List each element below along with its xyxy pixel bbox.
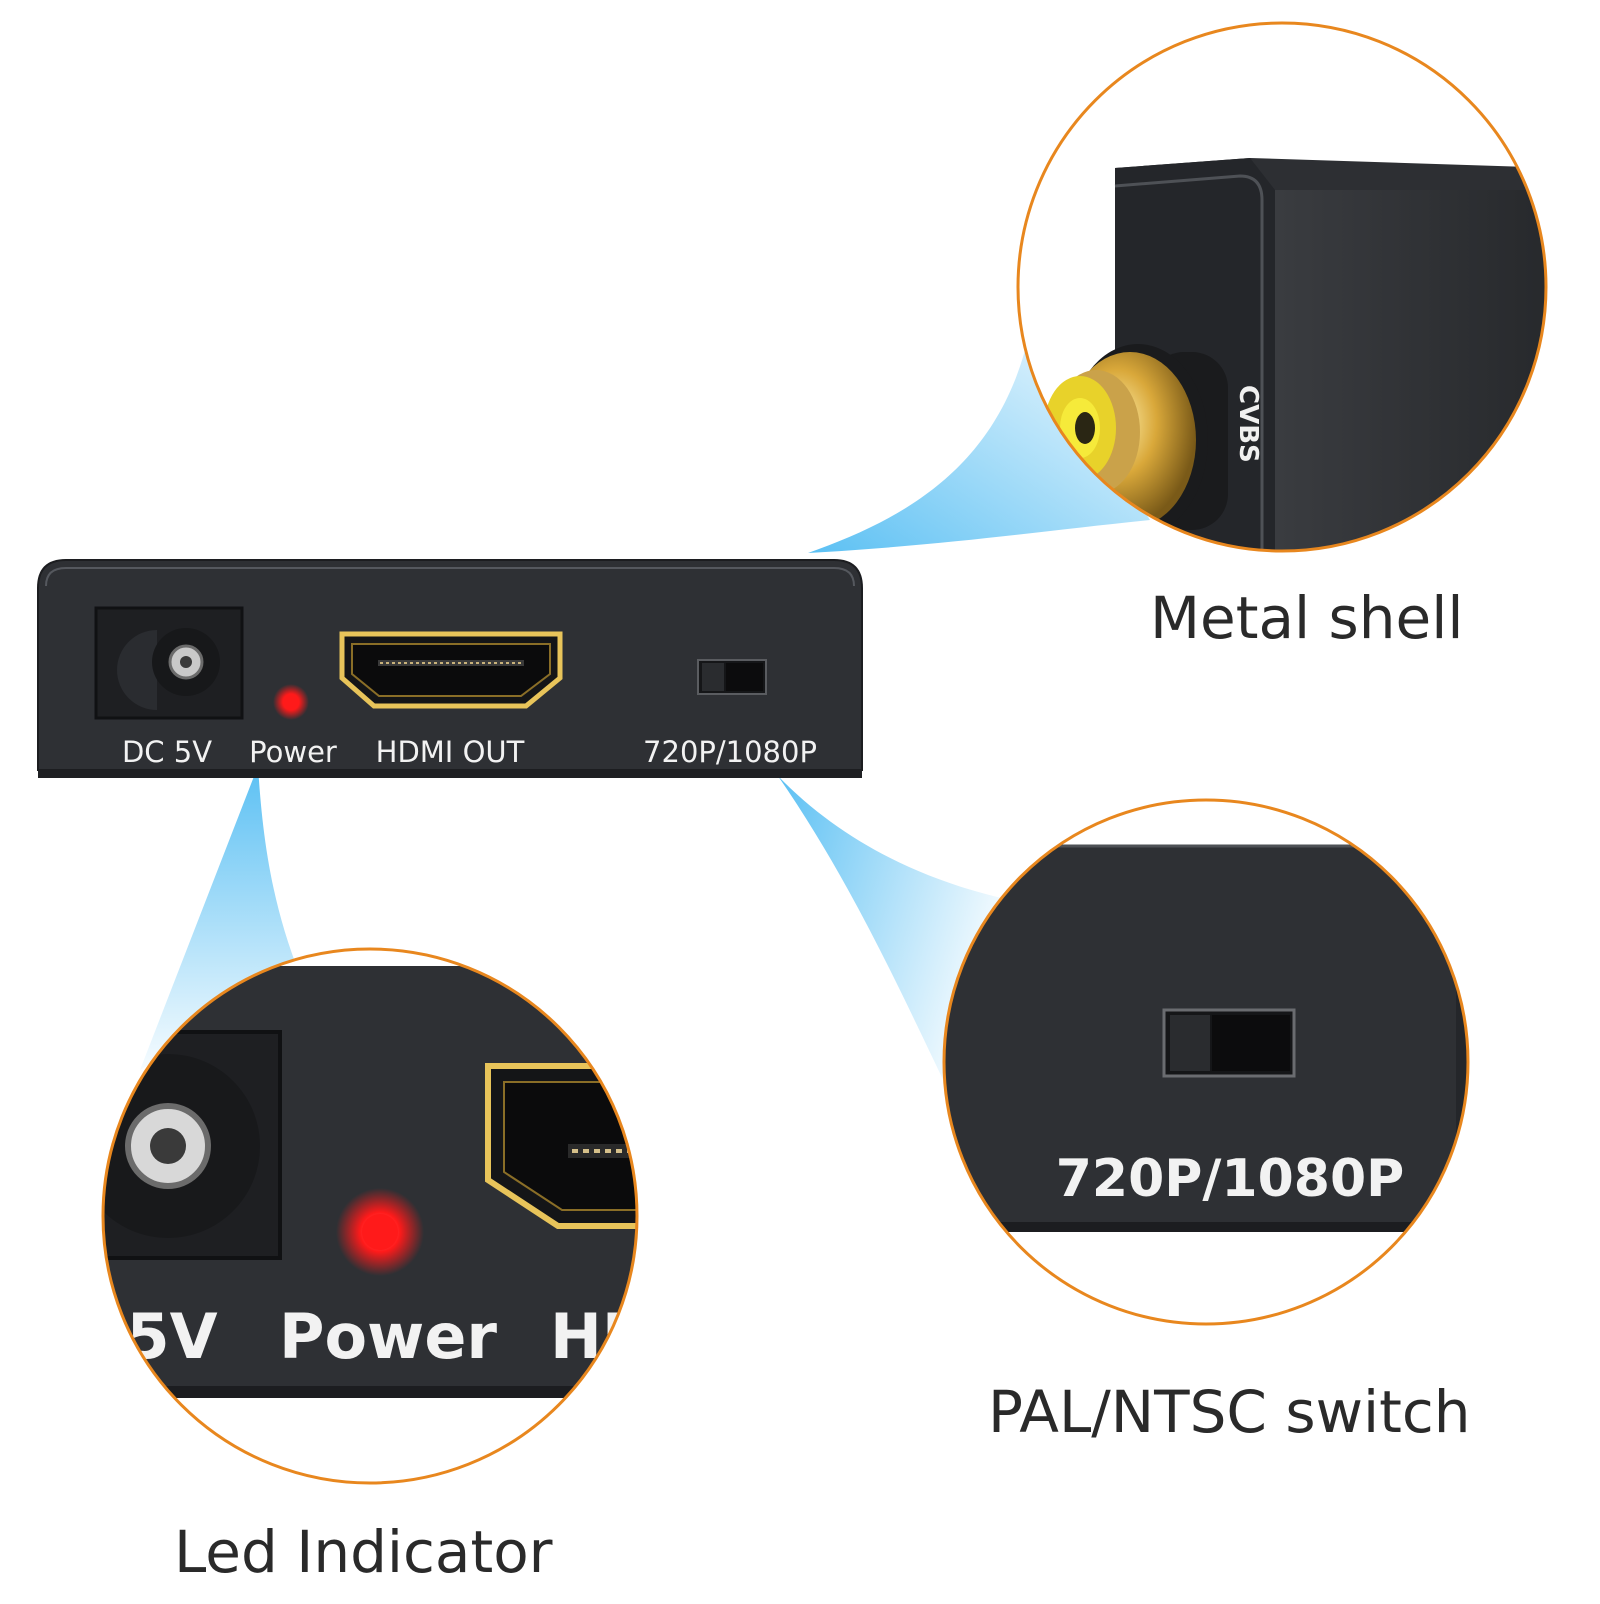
label-hdmi-out: HDMI OUT — [376, 735, 525, 769]
zoom-label-power: Power — [279, 1300, 497, 1373]
label-dc-5v: DC 5V — [122, 735, 212, 769]
zoom-resolution-switch — [1162, 1008, 1296, 1078]
converter-device: DC 5V Power HDMI OUT 720P/1080P — [37, 559, 863, 778]
caption-pal-ntsc-switch: PAL/NTSC switch — [988, 1378, 1471, 1446]
caption-metal-shell: Metal shell — [1150, 584, 1464, 652]
zoom-label-720p-1080p: 720P/1080P — [1056, 1149, 1405, 1209]
hdmi-port — [339, 631, 563, 709]
resolution-switch — [697, 659, 767, 695]
zoom-label-5v: 5V — [126, 1300, 217, 1373]
zoom-power-led-icon — [336, 1188, 424, 1276]
label-resolution-switch: 720P/1080P — [643, 735, 817, 769]
callout-metal-shell: CVBS — [1016, 21, 1548, 553]
label-power: Power — [249, 735, 337, 769]
caption-led-indicator: Led Indicator — [174, 1518, 553, 1586]
zoom-dc-jack — [103, 1030, 282, 1260]
zoom-hdmi-port — [485, 1063, 637, 1229]
zoom-label-hd: HD — [550, 1300, 653, 1373]
power-led-icon — [273, 684, 309, 720]
dc-jack — [94, 606, 244, 720]
cvbs-label: CVBS — [1233, 385, 1263, 463]
callout-pal-ntsc-switch: 720P/1080P — [942, 798, 1470, 1326]
